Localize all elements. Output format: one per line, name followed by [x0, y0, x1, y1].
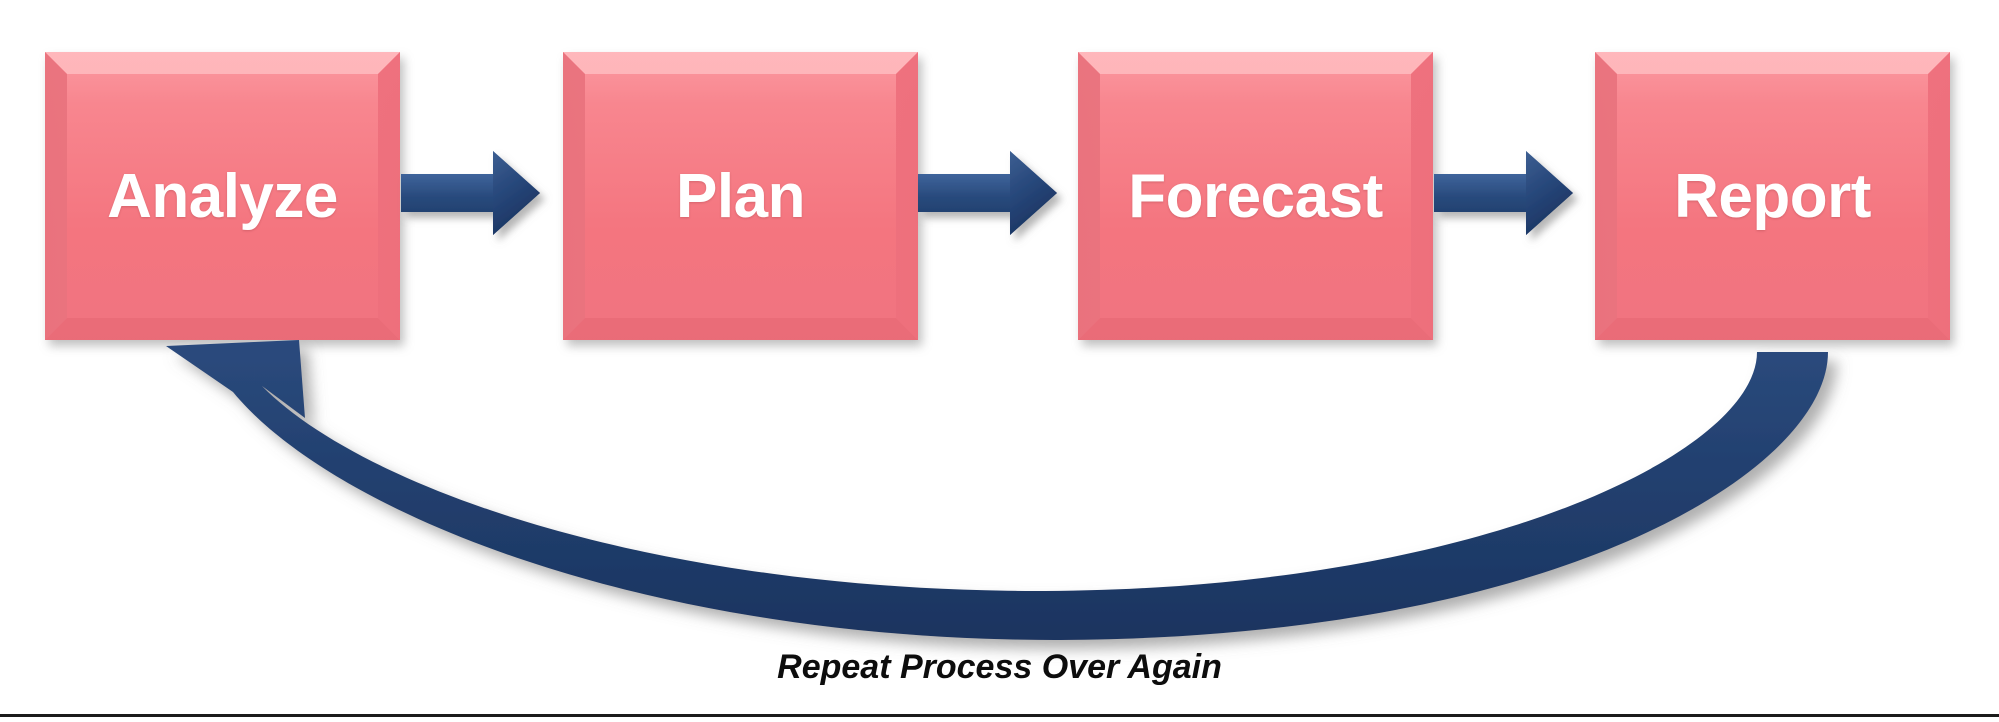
process-box-report[interactable]: Report	[1595, 52, 1954, 346]
process-box-forecast[interactable]: Forecast	[1078, 52, 1437, 346]
process-box-label: Report	[1674, 161, 1871, 231]
arrow-forecast-to-report[interactable]	[1434, 148, 1584, 248]
process-box-label: Plan	[676, 161, 805, 231]
arrow-analyze-to-plan[interactable]	[401, 148, 551, 248]
process-box-plan[interactable]: Plan	[563, 52, 922, 346]
loop-caption: Repeat Process Over Again	[777, 648, 1222, 686]
process-box-analyze[interactable]: Analyze	[45, 52, 404, 346]
bottom-divider	[0, 714, 1999, 717]
process-box-label: Analyze	[107, 161, 338, 231]
process-box-label: Forecast	[1128, 161, 1383, 231]
arrow-plan-to-forecast[interactable]	[918, 148, 1068, 248]
